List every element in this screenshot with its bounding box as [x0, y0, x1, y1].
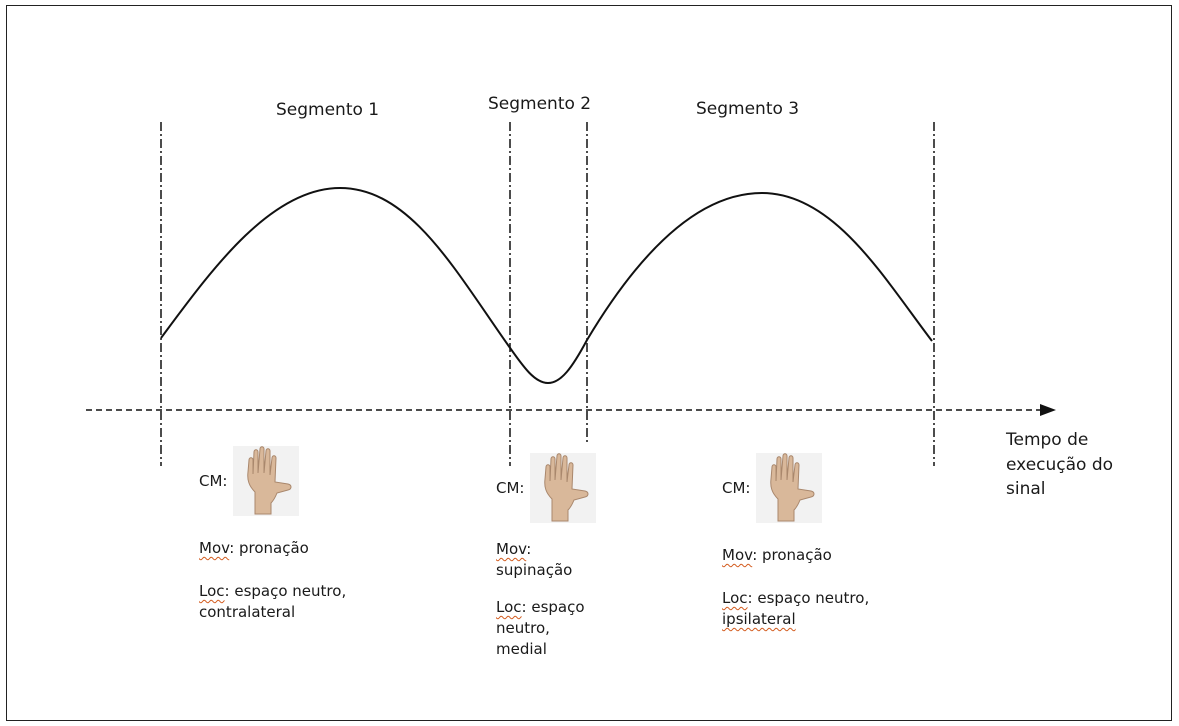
loc-value: : espaço neutro,: [747, 589, 870, 607]
location-value-line-2: ipsilateral: [722, 609, 869, 630]
location-field: Loc: espaço: [496, 597, 596, 618]
loc-value: : espaço neutro,: [224, 582, 347, 600]
mov-key: Mov: [496, 540, 527, 558]
segment-1-info: CM: Mov: pronação Loc: espaço neutro, co…: [199, 446, 346, 623]
loc-key: Loc: [199, 582, 225, 600]
location-field: Loc: espaço neutro,: [199, 581, 346, 602]
cm-label: CM:: [496, 478, 525, 497]
cm-row: CM:: [496, 453, 597, 523]
location-field: Loc: espaço neutro,: [722, 588, 869, 609]
movement-value-line-2: supinação: [496, 561, 573, 579]
cm-label: CM:: [722, 478, 751, 497]
mov-key: Mov: [199, 539, 230, 557]
loc-key: Loc: [496, 598, 522, 616]
mov-value: : pronação: [229, 539, 309, 557]
figure-frame: [6, 5, 1172, 721]
axis-label-line-3: sinal: [1006, 479, 1046, 500]
location-value-line-2: contralateral: [199, 603, 296, 621]
time-axis-arrowhead: [1040, 404, 1056, 416]
time-axis-label: Tempo de execução do sinal: [1006, 428, 1113, 502]
movement-field: Mov:: [496, 539, 596, 560]
segment-2-title: Segmento 2: [488, 94, 592, 114]
mov-key: Mov: [722, 546, 753, 564]
movement-field: Mov: pronação: [722, 545, 869, 566]
location-value-line-3: medial: [496, 640, 547, 658]
movement-curve: [160, 186, 933, 385]
movement-field: Mov: pronação: [199, 538, 346, 559]
segment-1-title: Segmento 1: [276, 100, 380, 120]
hand-shape-icon: [756, 453, 823, 523]
mov-value: :: [526, 540, 532, 558]
mov-value: : pronação: [752, 546, 832, 564]
cm-label: CM:: [199, 471, 228, 490]
loc-value-underlined: ipsilateral: [722, 610, 796, 628]
segment-3-info: CM: Mov: pronação Loc: espaço neutro, ip…: [722, 453, 869, 630]
loc-value: : espaço: [521, 598, 585, 616]
cm-row: CM:: [199, 446, 346, 516]
hand-shape-icon: [530, 453, 597, 523]
segment-2-info: CM: Mov: supinação Loc: espaço neutro, m…: [496, 453, 597, 660]
loc-key: Loc: [722, 589, 748, 607]
hand-shape-icon: [233, 446, 300, 516]
axis-label-line-1: Tempo de: [1006, 430, 1089, 450]
cm-row: CM:: [722, 453, 869, 523]
location-value-line-2: neutro,: [496, 619, 550, 637]
segment-3-title: Segmento 3: [696, 99, 800, 119]
axis-label-line-2: execução do: [1006, 454, 1114, 475]
